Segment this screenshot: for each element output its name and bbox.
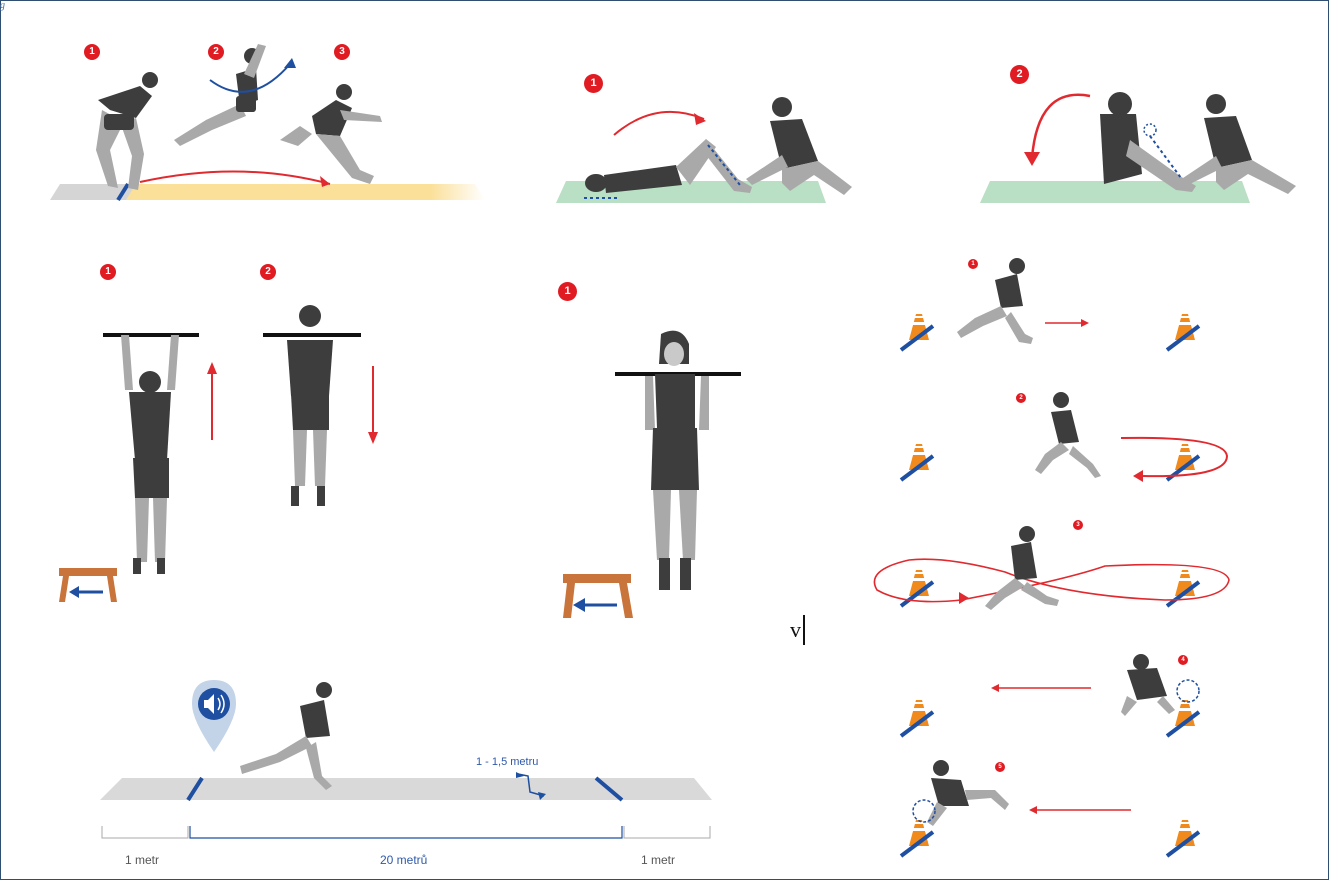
situp-arrow	[614, 112, 704, 135]
raised-person-head	[1108, 92, 1132, 116]
flexed-arm-hang-illustration	[555, 330, 755, 630]
start-signal-pin	[192, 680, 236, 752]
cone-right-5	[1167, 820, 1199, 856]
line-offset-label: 1 - 1,5 metru	[476, 756, 538, 768]
long-jump-badge-1: 1	[84, 44, 100, 60]
shuttle-badge-1: 1	[968, 259, 978, 269]
pullup-badge-2: 2	[260, 264, 276, 280]
long-jump-illustration	[40, 60, 490, 210]
step-box	[563, 574, 633, 618]
long-jump-badge-3: 3	[334, 44, 350, 60]
stray-text-cursor: v	[790, 617, 801, 643]
runner-3	[985, 526, 1059, 610]
caption-stub: g	[0, 0, 5, 11]
pullup-badge-1: 1	[100, 264, 116, 280]
jumper-flight	[174, 44, 266, 146]
distance-bracket	[190, 826, 622, 838]
jump-arc-arrow	[140, 171, 330, 184]
situp-lying-illustration	[556, 95, 866, 205]
cone-left-1	[901, 314, 933, 350]
right-margin-bracket	[624, 826, 710, 838]
step-box	[59, 568, 117, 602]
shuttle-badge-3: 3	[1073, 520, 1083, 530]
hanging-man	[121, 335, 179, 574]
shuttle-badge-5: 5	[995, 762, 1005, 772]
pullup-illustration	[55, 280, 395, 610]
text-cursor-bar	[803, 615, 805, 645]
situp-raised-illustration	[980, 90, 1310, 205]
partner-holding-feet	[1180, 94, 1296, 194]
hanging-woman	[645, 331, 709, 590]
right-margin-label: 1 metr	[641, 853, 675, 867]
left-margin-label: 1 metr	[125, 853, 159, 867]
shuttle-badge-2: 2	[1016, 393, 1026, 403]
distance-label: 20 metrů	[380, 853, 427, 867]
shuttle-run-illustration	[865, 250, 1245, 860]
cone-right-1	[1167, 314, 1199, 350]
runner-1	[957, 258, 1033, 344]
cone-left-2	[901, 444, 933, 480]
partner-holding-feet	[746, 97, 852, 195]
sand-pit	[126, 184, 485, 200]
cone-right-4	[1167, 700, 1199, 736]
situp-badge-1: 1	[584, 74, 603, 93]
long-jump-badge-2: 2	[208, 44, 224, 60]
jumper-landing	[280, 84, 382, 184]
runner-2	[1035, 392, 1101, 478]
situp-badge-2: 2	[1010, 65, 1029, 84]
cone-left-4	[901, 700, 933, 736]
turn-arrow	[1121, 438, 1227, 476]
cone-left-5	[901, 820, 933, 856]
sprint-test-illustration	[100, 680, 715, 870]
shuttle-badge-4: 4	[1178, 655, 1188, 665]
hang-badge-1: 1	[558, 282, 577, 301]
sprinter	[240, 682, 332, 790]
exercise-mat	[980, 181, 1250, 203]
lying-person-head	[585, 174, 607, 192]
runner-4-picking-block	[1121, 654, 1175, 716]
situp-raise-arrow	[1032, 95, 1090, 158]
jumper-crouch	[96, 72, 158, 190]
left-margin-bracket	[102, 826, 188, 838]
